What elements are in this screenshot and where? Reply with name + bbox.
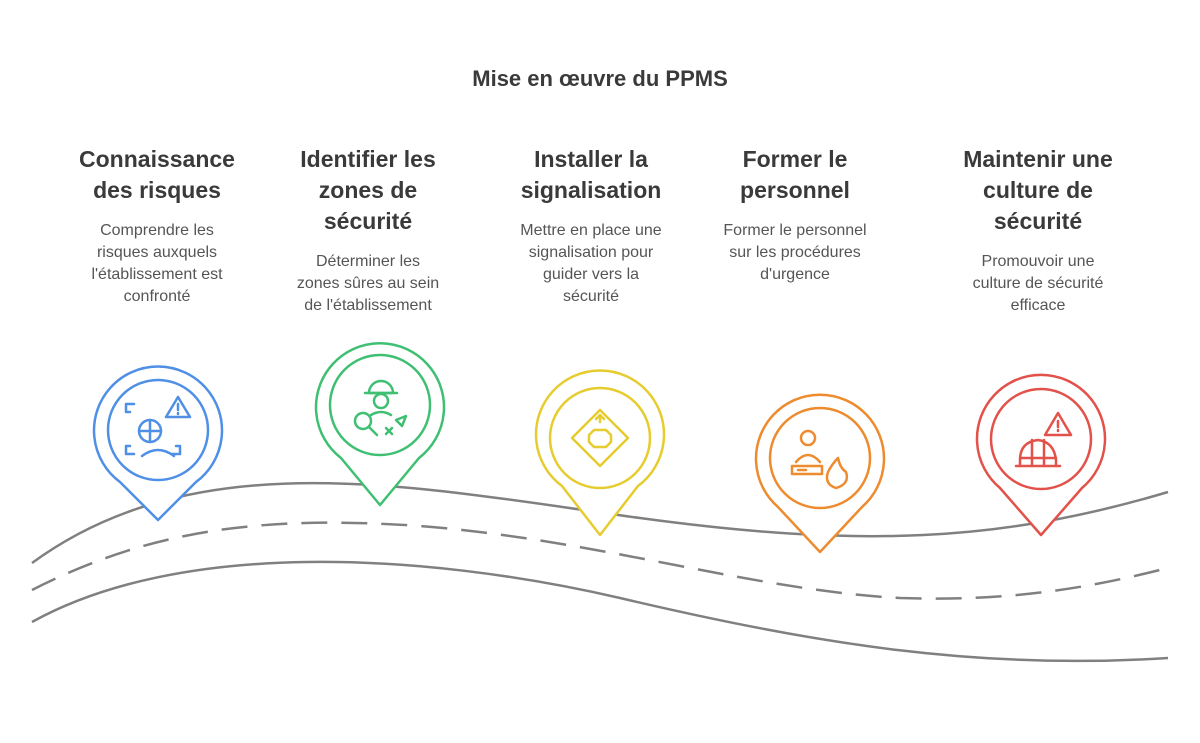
road-edge-top [31, 481, 1169, 565]
step-desc-line: d'urgence [760, 266, 830, 283]
road-center-dashed [31, 521, 1169, 600]
step-desc-line: confronté [123, 288, 191, 305]
step-description: Déterminer les zones sûres au sein de l'… [268, 251, 468, 317]
step-desc-line: guider vers la [542, 266, 640, 283]
road-edge-bottom [31, 560, 1169, 663]
step-title-line: culture de [983, 177, 1093, 203]
step-desc-line: Déterminer les [315, 253, 421, 270]
road [31, 481, 1169, 663]
marker-install-signage [534, 369, 666, 537]
step-title-line: Former le [742, 146, 848, 172]
step-desc-line: risques auxquels [96, 244, 218, 261]
step-desc-line: culture de sécurité [972, 275, 1104, 292]
step-desc-line: Former le personnel [723, 222, 867, 239]
step-desc-line: Comprendre les [100, 222, 214, 239]
step-description: Comprendre les risques auxquels l'établi… [57, 220, 257, 308]
step-title-line: des risques [93, 177, 221, 203]
step-title-line: Identifier les [300, 146, 436, 172]
step-desc-line: signalisation pour [528, 244, 654, 261]
emergency-training-icon [790, 429, 849, 490]
marker-identify-zones [314, 342, 446, 507]
step-train-staff: Former le personnel Former le personnel … [695, 144, 895, 286]
marker-ring [548, 386, 652, 490]
risk-awareness-icon [124, 395, 192, 458]
step-desc-line: sécurité [562, 288, 620, 305]
marker-ring [989, 387, 1093, 491]
step-identify-zones: Identifier les zones de sécurité Détermi… [268, 144, 468, 317]
step-title-line: sécurité [323, 208, 413, 234]
marker-ring [768, 406, 872, 510]
step-desc-line: l'établissement est [91, 266, 223, 283]
page-title: Mise en œuvre du PPMS [472, 66, 728, 91]
step-risk-awareness: Connaissance des risques Comprendre les … [57, 144, 257, 308]
step-description: Mettre en place une signalisation pour g… [491, 220, 691, 308]
marker-risk-awareness [92, 365, 224, 522]
step-desc-line: zones sûres au sein [296, 275, 440, 292]
marker-train-staff [754, 393, 886, 554]
step-title-line: sécurité [993, 208, 1083, 234]
step-title-line: personnel [740, 177, 850, 203]
step-desc-line: de l'établissement [304, 297, 432, 314]
step-desc-line: Promouvoir une [981, 253, 1095, 270]
step-install-signage: Installer la signalisation Mettre en pla… [491, 144, 691, 308]
step-title: Maintenir une culture de sécurité [938, 144, 1138, 237]
marker-safety-culture [975, 373, 1107, 537]
step-title-line: signalisation [520, 177, 662, 203]
safety-culture-icon [1014, 411, 1073, 468]
step-desc-line: sur les procédures [729, 244, 861, 261]
step-title-line: Connaissance [79, 146, 235, 172]
step-title: Identifier les zones de sécurité [268, 144, 468, 237]
step-title-line: Installer la [534, 146, 648, 172]
step-description: Former le personnel sur les procédures d… [695, 220, 895, 286]
step-title-line: Maintenir une [963, 146, 1113, 172]
step-safety-culture: Maintenir une culture de sécurité Promou… [938, 144, 1138, 317]
marker-ring [328, 353, 432, 457]
step-title: Former le personnel [695, 144, 895, 206]
step-title: Connaissance des risques [57, 144, 257, 206]
road-sign-icon [570, 408, 630, 468]
step-desc-line: efficace [1010, 297, 1066, 314]
step-description: Promouvoir une culture de sécurité effic… [938, 251, 1138, 317]
step-title-line: zones de [318, 177, 418, 203]
step-desc-line: Mettre en place une [520, 222, 662, 239]
zone-search-icon [353, 379, 408, 437]
step-title: Installer la signalisation [491, 144, 691, 206]
